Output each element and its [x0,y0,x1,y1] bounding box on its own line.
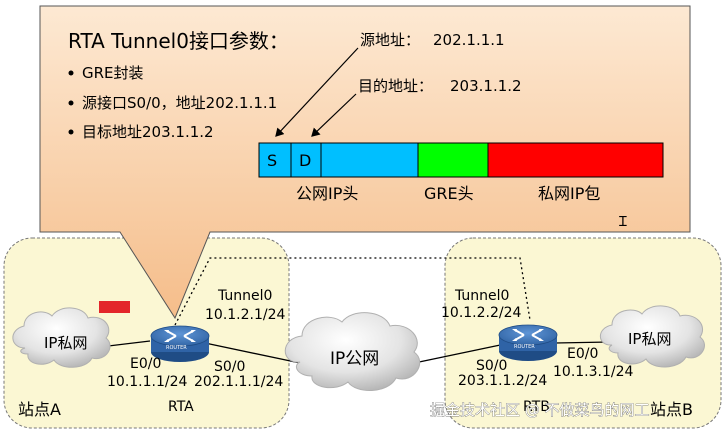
rta-e0-name: E0/0 [130,356,161,372]
rta-name: RTA [168,399,194,415]
packet-field-public-ip [320,142,419,178]
rtb-tunnel-ip: 10.1.2.2/24 [441,305,522,321]
callout-title: RTA Tunnel0接口参数： [68,29,289,53]
site-b-name: 站点B [650,400,693,419]
rta-tunnel-name: Tunnel0 [217,288,272,304]
source-address-value: 202.1.1.1 [433,31,505,49]
packet-field-d-label: D [299,151,311,170]
router-rta-icon-text: ROUTER [166,345,187,351]
dest-address-value: 203.1.1.2 [450,77,522,95]
rtb-s0-ip: 203.1.1.2/24 [458,373,547,389]
tunnel-path [174,257,531,326]
packet-bar: S D [258,142,664,178]
rta-e0-ip: 10.1.1.1/24 [107,374,188,390]
rtb-e0-ip: 10.1.3.1/24 [553,364,634,380]
internet-label: IP公网 [330,349,379,369]
rta-tunnel-ip: 10.1.2.1/24 [205,307,286,323]
packet-field-private-ip [487,142,664,178]
link-rta-internet [204,342,301,364]
cloud-icon-private-lan-a [12,307,111,368]
callout-bullet-2: 源接口S0/0，地址202.1.1.1 [82,94,277,112]
link-rtb-lan-b [554,341,611,344]
site-a-area [3,237,290,429]
lan-a-label: IP私网 [44,334,87,352]
rta-s0-name: S0/0 [214,359,245,375]
callout-bullet-3: 目标地址203.1.1.2 [82,123,214,141]
packet-caption-gre-header: GRE头 [424,184,474,203]
lan-b-label: IP私网 [628,330,671,348]
dest-arrow [311,93,357,137]
source-address-label: 源地址： [360,31,420,49]
text-cursor-icon: Ɪ [619,214,627,230]
bullet-dot [68,70,74,76]
source-arrow [275,47,359,137]
bullet-dot [68,129,74,135]
packet-field-gre [417,142,489,178]
rtb-name: RTB [523,399,550,415]
rtb-tunnel-name: Tunnel0 [454,288,509,304]
bullet-dot [68,100,74,106]
rta-s0-ip: 202.1.1.1/24 [194,374,283,390]
router-icon-rta[interactable] [150,325,210,362]
cloud-icon-private-lan-b [599,305,705,368]
callout-bullet-1: GRE封装 [82,64,144,82]
packet-caption-private-ip-packet: 私网IP包 [538,184,600,203]
packet-field-s-label: S [267,151,277,170]
site-a-name: 站点A [18,400,61,419]
indicator-flag [99,301,130,313]
watermark: 掘金技术社区 @ 不做菜鸟的网工 [430,401,650,419]
router-rtb-icon-text: ROUTER [514,344,535,350]
rtb-s0-name: S0/0 [476,358,507,374]
site-b-area [444,237,722,429]
packet-field-s [258,142,292,178]
packet-caption-public-ip-header: 公网IP头 [296,184,358,203]
router-icon-rtb[interactable] [498,324,558,361]
rtb-e0-name: E0/0 [567,346,598,362]
dest-address-label: 目的地址： [358,77,433,95]
cloud-icon-internet [284,312,421,392]
